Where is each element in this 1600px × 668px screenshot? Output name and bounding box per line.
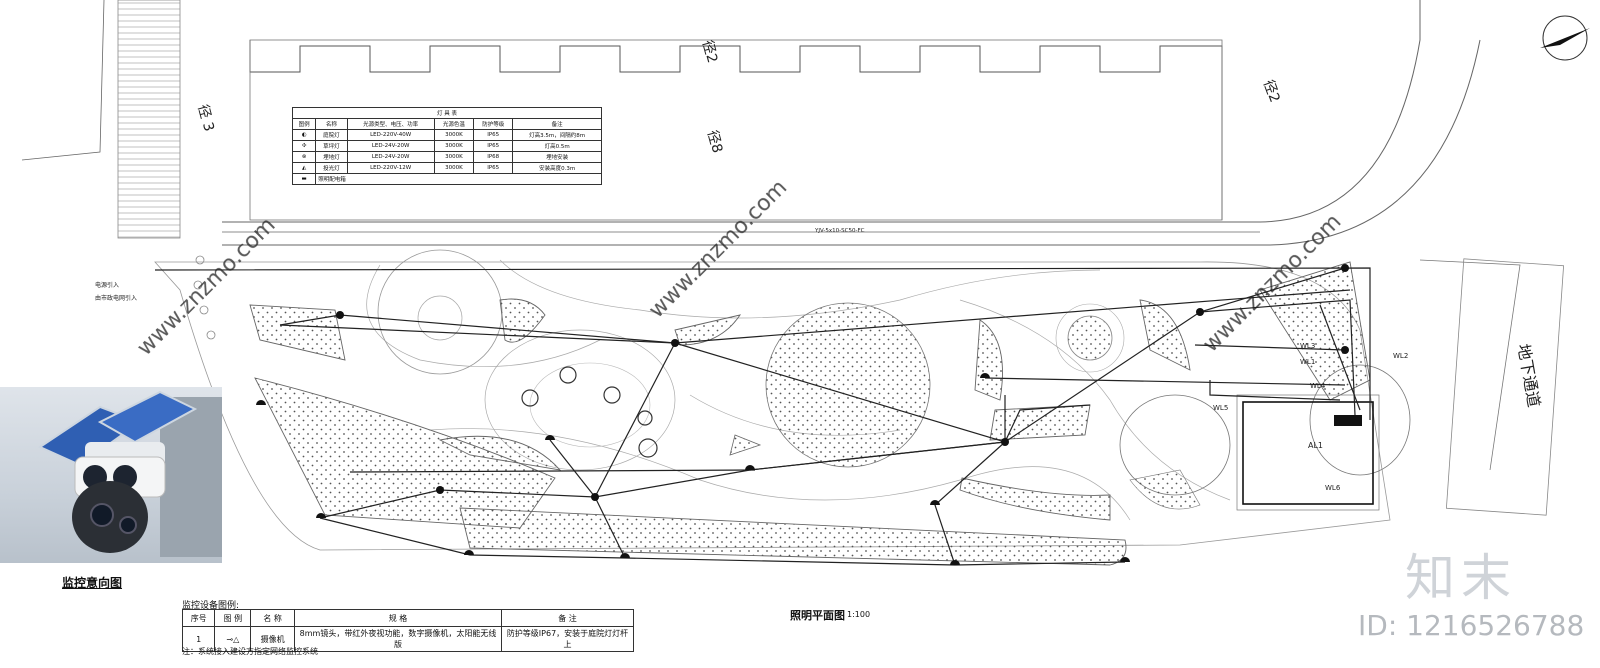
monitoring-legend-table: 序号 图 例 名 称 规 格 备 注 1 ⊸△ 摄像机 8mm镜头，带红外夜视功… xyxy=(181,609,634,652)
playground-area xyxy=(484,329,676,471)
legend-title: 监控设备图例: xyxy=(182,601,240,611)
flood-lamp-icon: ◭ xyxy=(291,162,317,174)
label-wl2: WL2 xyxy=(1393,352,1408,360)
label-entry-1: 电源引入 xyxy=(95,281,119,289)
table-row: ▬ 照明配电箱 xyxy=(291,173,602,185)
label-wl5: WL5 xyxy=(1213,404,1228,412)
playground-inner xyxy=(529,362,651,448)
table-row: 1 ⊸△ 摄像机 8mm镜头，带红外夜视功能，数字摄像机，太阳能无线版 防护等级… xyxy=(181,626,634,652)
planting-bed-2 xyxy=(254,377,556,529)
planting-bed-1 xyxy=(249,304,346,361)
round-plaza xyxy=(377,249,503,375)
solar-camera-icon xyxy=(37,390,222,557)
label-entry-2: 由市政电网引入 xyxy=(95,294,137,302)
label-jing8: 径8 xyxy=(704,129,725,155)
label-wl6: WL6 xyxy=(1325,484,1341,492)
building-al1 xyxy=(1242,401,1374,505)
watermark-text-2: www.znzmo.com xyxy=(644,175,792,323)
plan-scale: 1:100 xyxy=(847,610,871,619)
site-boundary-left xyxy=(21,0,105,161)
building-outer-wall xyxy=(1236,394,1380,511)
lamp-fixtures xyxy=(256,264,1349,565)
label-jing2b: 径2 xyxy=(1260,78,1283,105)
distribution-box-icon: ▬ xyxy=(291,173,317,185)
lawn-lamp-icon: ✣ xyxy=(291,140,317,152)
table-row: ◐ 庭院灯 LED-220V-40W 3000K IP65 灯高3.5m，间隔约… xyxy=(291,129,602,141)
table-row: ⊗ 埋地灯 LED-24V-20W 3000K IP68 埋地安装 xyxy=(291,151,602,163)
distribution-box xyxy=(1334,415,1362,426)
road-edge-outer xyxy=(222,0,1421,223)
legend-note: 注：系统接入建设方指定网络监控系统 xyxy=(182,647,318,656)
tree-canopy-dots xyxy=(1129,469,1201,510)
camera-illustration xyxy=(0,387,222,563)
label-jing2a: 径2 xyxy=(699,39,720,65)
photo-caption: 监控意向图 xyxy=(62,576,123,590)
planting-circle xyxy=(765,302,931,468)
id-watermark: ID: 1216526788 xyxy=(1358,609,1585,642)
camera-symbol-icon: ⊸△ xyxy=(214,626,252,652)
plan-title: 照明平面图 xyxy=(790,609,845,622)
label-jing3: 径 3 xyxy=(194,103,217,134)
label-wl4: WL4 xyxy=(1310,382,1326,390)
label-pipe: YJV-5x10-SC50-FC xyxy=(814,228,865,234)
planting-bed-7 xyxy=(729,434,762,456)
planting-bed-8 xyxy=(974,319,1003,401)
table-row: ✣ 草坪灯 LED-24V-20W 3000K IP65 灯高0.5m xyxy=(291,140,602,152)
luminaire-table-header: 图例 名称 光源类型、电压、功率 光源色温 防护等级 备注 xyxy=(291,118,602,130)
planting-bed-10 xyxy=(959,477,1111,521)
small-fountain-ring xyxy=(1055,303,1125,373)
planting-bed-5 xyxy=(438,435,562,471)
road-edge-far xyxy=(1419,259,1521,471)
road-edge-inner xyxy=(222,39,1481,246)
table-row: ◭ 投光灯 LED-220V-12W 3000K IP65 安装高度0.3m xyxy=(291,162,602,174)
legend-header: 序号 图 例 名 称 规 格 备 注 xyxy=(181,609,634,627)
label-wl3: WL3 xyxy=(1300,342,1315,350)
luminaire-table: 灯 具 表 图例 名称 光源类型、电压、功率 光源色温 防护等级 备注 ◐ 庭院… xyxy=(291,107,602,185)
planting-bed-6 xyxy=(499,298,546,343)
small-fountain xyxy=(1067,315,1113,361)
label-wl1: WL1 xyxy=(1300,358,1315,366)
underground-passage xyxy=(1445,258,1565,516)
garden-lamp-icon: ◐ xyxy=(291,129,317,141)
play-equipment xyxy=(521,366,658,458)
crenellated-wall xyxy=(249,40,1223,220)
staircase-hatch xyxy=(117,0,181,239)
label-underground: 地下通道 xyxy=(1514,342,1544,408)
path-curve-3 xyxy=(429,428,1131,521)
buried-lamp-icon: ⊗ xyxy=(291,151,317,163)
tree-canopy-2 xyxy=(1309,364,1411,476)
label-al1: AL1 xyxy=(1308,441,1323,450)
courtyard-block xyxy=(249,39,1223,221)
path-curve-2 xyxy=(499,259,1101,319)
luminaire-table-title: 灯 具 表 xyxy=(292,107,602,119)
brand-watermark: 知末 xyxy=(1405,549,1517,607)
stepping-stones xyxy=(193,255,216,340)
north-arrow-icon xyxy=(1540,15,1590,61)
round-plaza-inner xyxy=(417,295,463,341)
path-curve-1 xyxy=(366,264,601,367)
